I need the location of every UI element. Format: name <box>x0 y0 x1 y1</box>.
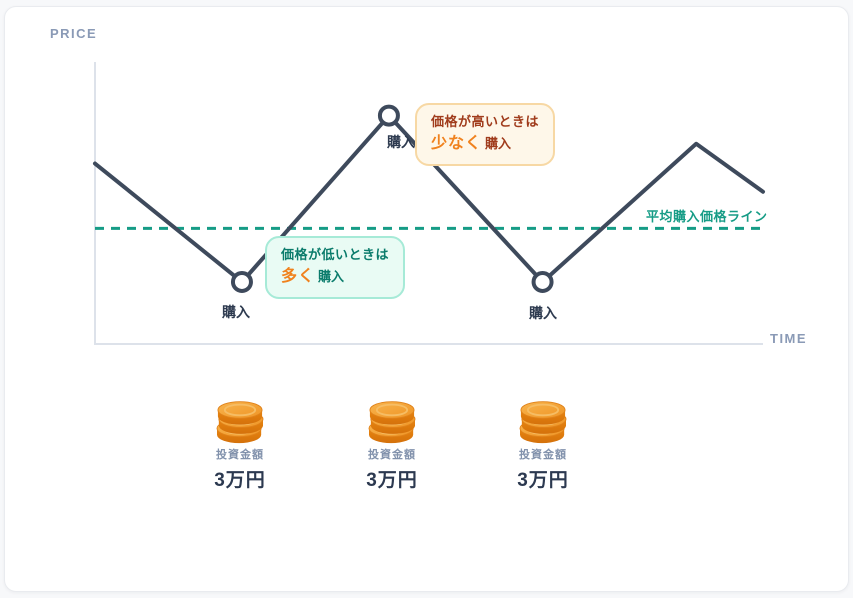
callout-condition-text: 価格が高いときは <box>431 114 540 129</box>
investment-amount: 3万円 <box>517 470 569 491</box>
investment-amount: 3万円 <box>214 470 266 491</box>
price-line <box>93 113 765 284</box>
investment-caption: 投資金額 <box>519 449 567 461</box>
callout-buy-more-when-low: 価格が低いときは 多く購入 <box>265 236 406 300</box>
investment-caption: 投資金額 <box>216 449 264 461</box>
buy-marker <box>230 270 253 293</box>
buy-point-label: 購入 <box>387 134 415 150</box>
buy-marker <box>531 270 554 293</box>
callout-condition-text: 価格が低いときは <box>281 247 390 262</box>
investment-item: 投資金額 3万円 <box>337 398 447 492</box>
buy-marker <box>377 104 400 127</box>
callout-emphasis-text: 少なく <box>431 134 483 152</box>
investment-item: 投資金額 3万円 <box>185 398 295 492</box>
investment-item: 投資金額 3万円 <box>488 398 598 492</box>
investment-caption: 投資金額 <box>368 449 416 461</box>
average-line-label: 平均購入価格ライン <box>646 209 768 224</box>
callout-suffix-text: 購入 <box>318 268 345 284</box>
callout-buy-less-when-high: 価格が高いときは 少なく購入 <box>415 103 556 167</box>
callout-suffix-text: 購入 <box>485 135 512 151</box>
buy-point-label: 購入 <box>529 305 557 321</box>
investment-amount: 3万円 <box>366 470 418 491</box>
coin-stack-icon <box>368 400 416 444</box>
y-axis-label: PRICE <box>50 26 98 41</box>
coin-stack-icon <box>216 400 264 444</box>
callout-emphasis-text: 多く <box>281 267 316 285</box>
coin-stack-icon <box>519 400 567 444</box>
x-axis-label: TIME <box>770 331 808 346</box>
buy-point-label: 購入 <box>222 304 250 320</box>
